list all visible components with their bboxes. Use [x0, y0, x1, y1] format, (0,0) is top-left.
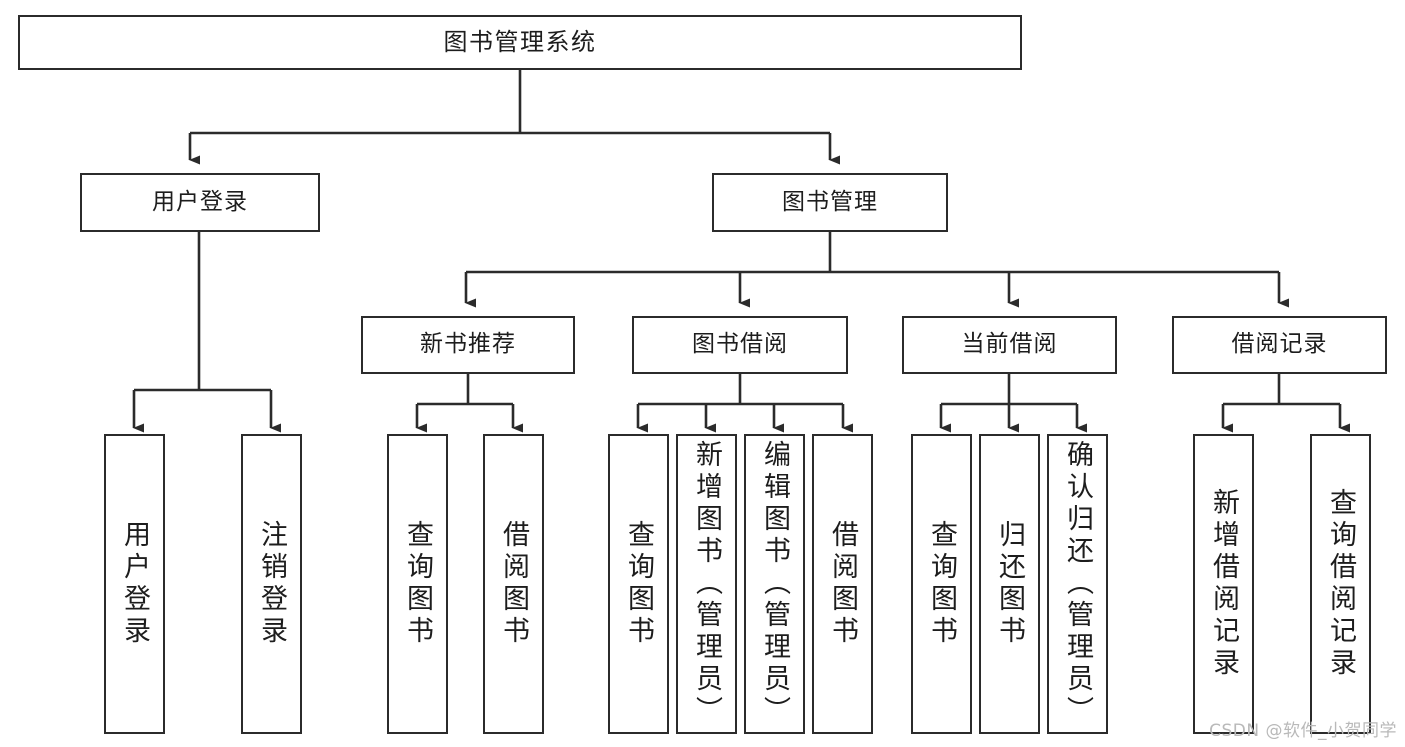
node-book-borrow[interactable]: 图书借阅 [632, 316, 848, 374]
leaf-current-query-book-label: 查询图书 [926, 520, 957, 648]
leaf-recommend-query-book[interactable]: 查询图书 [387, 434, 448, 734]
leaf-borrow-edit-book[interactable]: 编辑图书（管理员） [744, 434, 805, 734]
leaf-borrow-add-book[interactable]: 新增图书（管理员） [676, 434, 737, 734]
node-borrow-records-label: 借阅记录 [1231, 331, 1328, 358]
csdn-watermark: CSDN @软件_小贺同学 [1209, 721, 1397, 741]
leaf-recommend-borrow-book[interactable]: 借阅图书 [483, 434, 544, 734]
leaf-records-add-record-label: 新增借阅记录 [1208, 488, 1239, 680]
leaf-current-return-book[interactable]: 归还图书 [979, 434, 1040, 734]
leaf-borrow-query-book-label: 查询图书 [623, 520, 654, 648]
leaf-current-query-book[interactable]: 查询图书 [911, 434, 972, 734]
leaf-user-login[interactable]: 用户登录 [104, 434, 165, 734]
leaf-user-login-label: 用户登录 [119, 520, 150, 648]
node-book-management-label: 图书管理 [782, 188, 878, 215]
leaf-current-confirm-return-label: 确认归还（管理员） [1062, 440, 1093, 728]
node-current-borrow[interactable]: 当前借阅 [902, 316, 1117, 374]
leaf-current-return-book-label: 归还图书 [994, 520, 1025, 648]
leaf-user-logout-label: 注销登录 [256, 520, 287, 648]
leaf-records-add-record[interactable]: 新增借阅记录 [1193, 434, 1254, 734]
leaf-borrow-lend-book[interactable]: 借阅图书 [812, 434, 873, 734]
leaf-borrow-add-book-label: 新增图书（管理员） [691, 440, 722, 728]
node-user-login-label: 用户登录 [152, 188, 248, 215]
node-current-borrow-label: 当前借阅 [961, 331, 1058, 358]
leaf-records-query-record[interactable]: 查询借阅记录 [1310, 434, 1371, 734]
node-root-label: 图书管理系统 [443, 28, 597, 57]
leaf-borrow-query-book[interactable]: 查询图书 [608, 434, 669, 734]
node-user-login[interactable]: 用户登录 [80, 173, 320, 232]
leaf-records-query-record-label: 查询借阅记录 [1325, 488, 1356, 680]
node-root[interactable]: 图书管理系统 [18, 15, 1022, 70]
leaf-recommend-borrow-book-label: 借阅图书 [498, 520, 529, 648]
node-new-book-recommend-label: 新书推荐 [420, 331, 516, 358]
node-book-borrow-label: 图书借阅 [692, 331, 788, 358]
leaf-user-logout[interactable]: 注销登录 [241, 434, 302, 734]
leaf-recommend-query-book-label: 查询图书 [402, 520, 433, 648]
leaf-borrow-lend-book-label: 借阅图书 [827, 520, 858, 648]
leaf-borrow-edit-book-label: 编辑图书（管理员） [759, 440, 790, 728]
leaf-current-confirm-return[interactable]: 确认归还（管理员） [1047, 434, 1108, 734]
node-new-book-recommend[interactable]: 新书推荐 [361, 316, 575, 374]
node-book-management[interactable]: 图书管理 [712, 173, 948, 232]
node-borrow-records[interactable]: 借阅记录 [1172, 316, 1387, 374]
